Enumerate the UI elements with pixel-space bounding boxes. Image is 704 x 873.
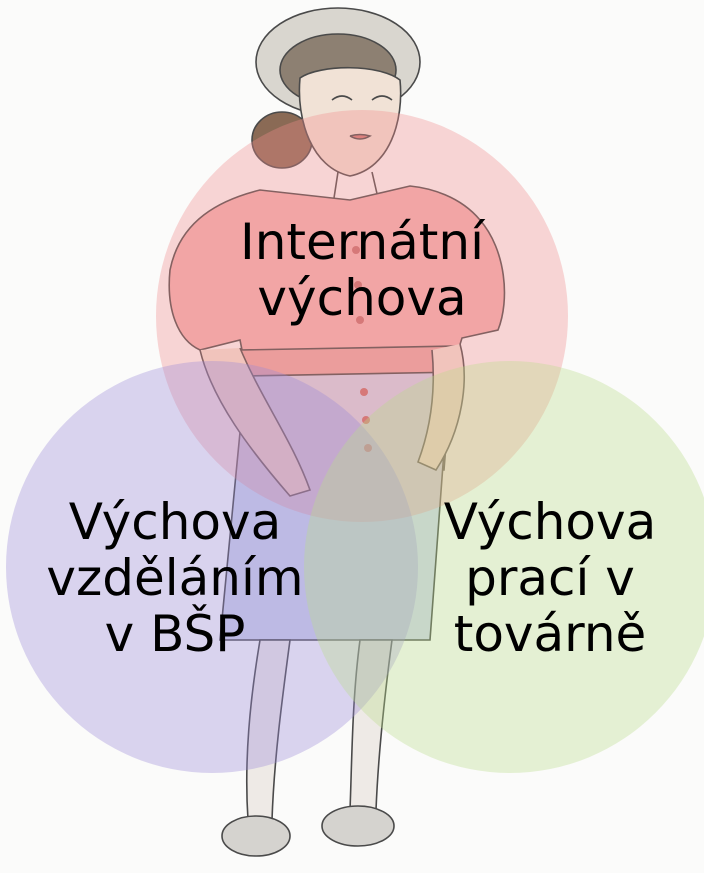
right-shoe [322,806,394,846]
venn-label-left-line-1: Výchova [35,494,315,550]
venn-label-top-line-2: výchova [212,270,512,326]
venn-label-right-line-3: továrně [410,606,690,662]
venn-label-left: Výchova vzděláním v BŠP [35,494,315,662]
left-shoe [222,816,290,856]
venn-label-left-line-2: vzděláním [35,550,315,606]
venn-label-right-line-2: prací v [410,550,690,606]
venn-label-top-line-1: Internátní [212,214,512,270]
venn-label-left-line-3: v BŠP [35,606,315,662]
venn-label-right: Výchova prací v továrně [410,494,690,662]
venn-label-top: Internátní výchova [212,214,512,326]
venn-label-right-line-1: Výchova [410,494,690,550]
